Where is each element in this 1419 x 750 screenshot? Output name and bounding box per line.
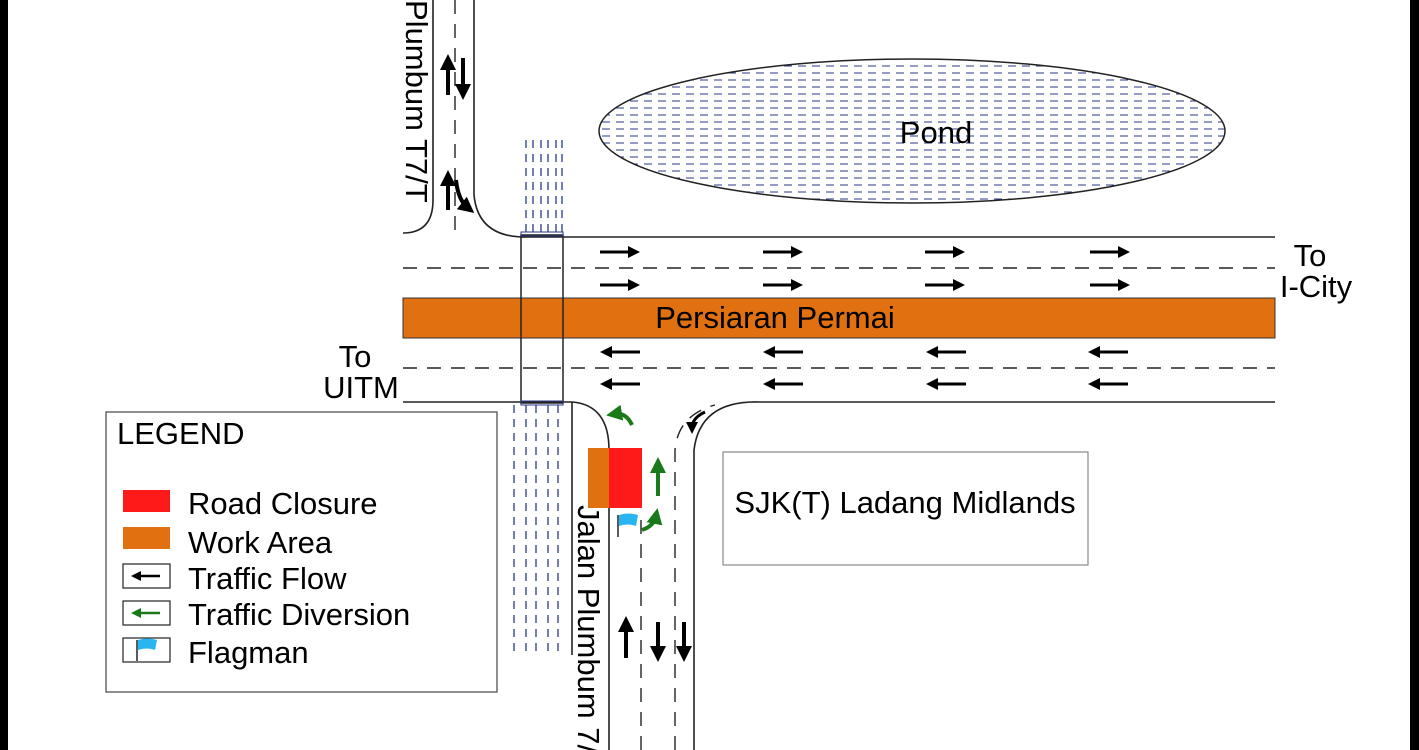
- legend-title: LEGEND: [117, 416, 244, 451]
- road-closure-swatch: [123, 490, 170, 512]
- south-road-label: Jalan Plumbum 7/: [571, 505, 606, 750]
- to-uitm-label-1: To: [339, 339, 372, 374]
- to-icity-label-1: To: [1294, 238, 1327, 273]
- main-road-label: Persiaran Permai: [655, 300, 894, 335]
- flagman-legend-icon: [136, 638, 157, 661]
- pedestrian-crossing: [513, 140, 573, 655]
- south-road: Jalan Plumbum 7/: [571, 401, 761, 750]
- north-road: Plumbum T7/T: [399, 0, 526, 238]
- school-label: SJK(T) Ladang Midlands: [734, 485, 1075, 520]
- flagman-icon: [617, 513, 638, 537]
- road-closure: [609, 448, 642, 508]
- to-uitm-label-2: UITM: [323, 370, 399, 405]
- legend-work-area: Work Area: [188, 525, 333, 560]
- main-road: Persiaran Permai To I-City To UITM: [323, 236, 1353, 405]
- work-area-strip: [402, 297, 1276, 339]
- work-area-swatch: [123, 527, 170, 549]
- pond: Pond: [598, 58, 1226, 204]
- legend-flagman: Flagman: [188, 635, 309, 670]
- legend-traffic-flow: Traffic Flow: [188, 561, 347, 596]
- legend: LEGEND Road Closure Work Area Traffic Fl…: [105, 411, 498, 693]
- frame-left: [0, 0, 8, 750]
- legend-traffic-diversion: Traffic Diversion: [188, 597, 410, 632]
- frame-right: [1410, 0, 1419, 750]
- legend-road-closure: Road Closure: [188, 486, 378, 521]
- north-road-label: Plumbum T7/T: [399, 0, 434, 203]
- work-area: [588, 448, 609, 508]
- to-icity-label-2: I-City: [1280, 269, 1353, 304]
- pond-label: Pond: [900, 115, 972, 150]
- school-building: SJK(T) Ladang Midlands: [722, 451, 1089, 566]
